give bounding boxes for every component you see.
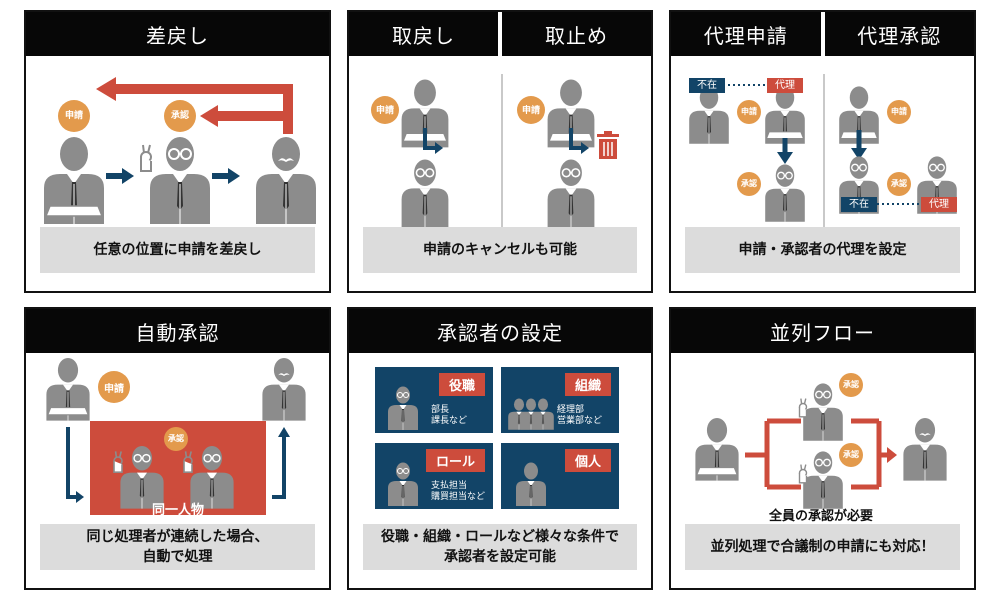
caption: 申請・承認者の代理を設定 — [685, 227, 960, 273]
panel-organization: 組織 経理部 営業部など — [501, 367, 619, 433]
person-absent — [688, 86, 730, 145]
panel-tag: 役職 — [438, 373, 485, 396]
badge-approve-2: 承認 — [843, 450, 859, 459]
caption: 役職・組織・ロールなど様々な条件で 承認者を設定可能 — [363, 524, 637, 570]
person-icon — [387, 386, 419, 431]
header-title-dairi-shounin: 代理承認 — [820, 12, 975, 56]
caption: 申請のキャンセルも可能 — [363, 227, 637, 273]
person-approver — [149, 136, 211, 225]
tag-absent: 不在 — [689, 78, 725, 93]
panel-individual: 個人 — [501, 443, 619, 509]
person-approver-2 — [802, 451, 844, 510]
torimodoshi-diagram — [371, 79, 619, 228]
panel-role: ロール 支払担当 購買担当など — [375, 443, 493, 509]
divider — [501, 74, 503, 244]
tag-proxy-2: 代理 — [921, 197, 957, 212]
panel-sub: 経理部 営業部など — [557, 405, 603, 426]
jidou-diagram — [46, 357, 306, 515]
badge-apply: 申請 — [741, 107, 757, 116]
header-title: 差戻し — [146, 23, 209, 48]
panel-sub: 支払担当 購買担当など — [431, 481, 486, 502]
person-proxy — [764, 86, 806, 145]
card-settei: 承認者の設定 役職 部長 課長など 組織 経理部 営業部など ロール 支払担当 … — [347, 307, 653, 590]
panel-tag: ロール — [425, 449, 485, 472]
header-title-toriyame: 取止め — [498, 12, 651, 56]
ok-hand-icon-2 — [798, 463, 808, 484]
card-header: 代理申請 代理承認 — [671, 12, 974, 56]
panel-position: 役職 部長 課長など — [375, 367, 493, 433]
header-title-torimodoshi: 取戻し — [392, 23, 455, 48]
sashimodoshi-diagram — [43, 77, 317, 225]
person-applicant — [695, 417, 739, 481]
card-header: 自動承認 — [26, 309, 329, 353]
badge-approve-2: 承認 — [891, 179, 907, 188]
trash-icon — [597, 131, 619, 159]
header-title: 承認者の設定 — [437, 320, 563, 345]
badge-approve: 承認 — [741, 179, 757, 188]
note-all-approval: 全員の承認が必要 — [768, 509, 873, 524]
panel-sub: 部長 課長など — [431, 405, 468, 426]
card-torimodoshi: 取戻し 取止め 申請 申請 申請のキャンセルも可能 — [347, 10, 653, 293]
badge-approve: 承認 — [170, 111, 189, 121]
person-boss — [262, 357, 306, 421]
panel-tag: 組織 — [564, 373, 611, 396]
person-applicant — [43, 136, 105, 225]
header-title-dairi-shinsei: 代理申請 — [703, 23, 788, 48]
person-boss — [255, 136, 317, 225]
badge-apply-2: 申請 — [891, 107, 907, 116]
badge-apply: 申請 — [375, 106, 394, 116]
badge-approve: 承認 — [168, 434, 184, 443]
person-boss — [903, 417, 947, 481]
card-jidou: 自動承認 申請 承認 同一人物 同じ処理者が連続した場合、 自動で処理 — [24, 307, 331, 590]
header-title: 自動承認 — [135, 320, 220, 345]
person-approver — [802, 383, 844, 442]
card-sashimodoshi: 差戻し 申請 承認 任意の位置に申請を差戻し — [24, 10, 331, 293]
person-approver — [764, 164, 806, 223]
badge-apply: 申請 — [64, 111, 83, 121]
person-approver — [401, 159, 449, 228]
panel-tag: 個人 — [564, 449, 611, 472]
badge-apply-2: 申請 — [521, 106, 540, 116]
person-approver-2 — [547, 159, 595, 228]
card-header: 取戻し 取止め — [349, 12, 651, 56]
divider — [823, 74, 825, 244]
caption: 任意の位置に申請を差戻し — [40, 227, 315, 273]
card-dairi: 代理申請 代理承認 不在 代理 申請 承認 申請 承認 不在 代理 申請・承認者… — [669, 10, 976, 293]
card-header: 承認者の設定 — [349, 309, 651, 353]
header-title: 並列フロー — [770, 320, 875, 345]
badge-approve: 承認 — [843, 380, 859, 389]
tag-proxy: 代理 — [767, 78, 803, 93]
badge-apply: 申請 — [104, 384, 124, 395]
heiretsu-diagram — [695, 373, 947, 510]
person-icon — [515, 462, 547, 507]
tag-absent-2: 不在 — [841, 197, 877, 212]
ok-hand-icon — [798, 397, 808, 418]
caption: 並列処理で合議制の申請にも対応！ — [685, 524, 960, 570]
ok-hand-icon — [140, 144, 152, 172]
person-applicant — [46, 357, 90, 421]
dairi-diagram — [688, 84, 958, 223]
card-heiretsu: 並列フロー 承認 承認 全員の承認が必要 並列処理で合議制の申請にも対応！ — [669, 307, 976, 590]
caption: 同じ処理者が連続した場合、 自動で処理 — [40, 524, 315, 570]
card-header: 並列フロー — [671, 309, 974, 353]
same-person-label: 同一人物 — [151, 503, 204, 518]
person-icon — [387, 462, 419, 507]
card-header: 差戻し — [26, 12, 329, 56]
